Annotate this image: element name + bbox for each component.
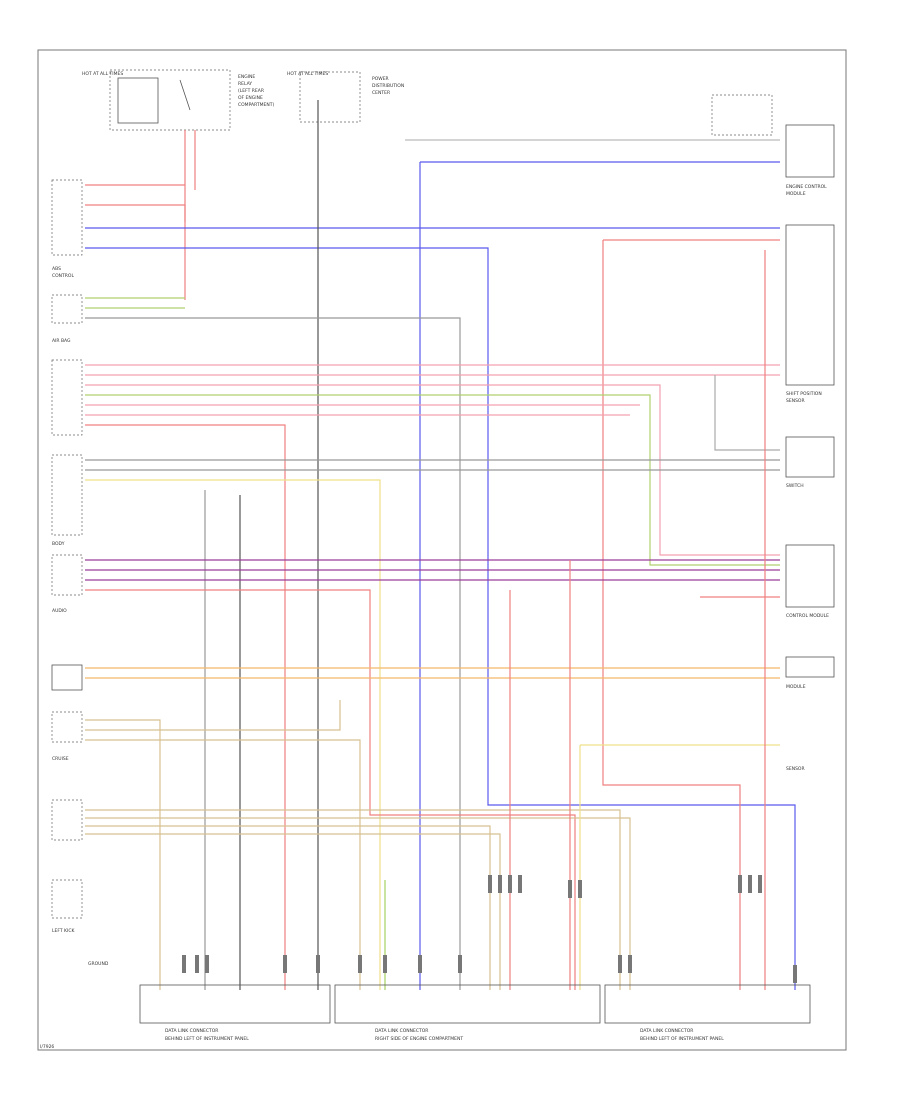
diagram-id: I/7926 <box>40 1044 54 1050</box>
fuse-box-left: HOT AT ALL TIMES ENGINE RELAY (LEFT REAR… <box>82 69 274 131</box>
svg-text:(LEFT REAR: (LEFT REAR <box>238 88 264 94</box>
svg-text:COMPARTMENT): COMPARTMENT) <box>238 102 274 108</box>
connector-label-1: DATA LINK CONNECTOR <box>165 1028 218 1034</box>
svg-text:POWER: POWER <box>372 76 389 82</box>
svg-text:CONTROL MODULE: CONTROL MODULE <box>786 613 829 619</box>
svg-text:DISTRIBUTION: DISTRIBUTION <box>372 83 404 89</box>
left-components: ABS CONTROL AIR BAG BODY AUDIO CRUISE LE… <box>51 179 109 967</box>
svg-text:HOT AT ALL TIMES: HOT AT ALL TIMES <box>82 71 123 77</box>
svg-text:GROUND: GROUND <box>88 961 109 967</box>
svg-text:CONTROL: CONTROL <box>52 273 74 279</box>
connector-pins <box>182 875 797 983</box>
svg-text:AUDIO: AUDIO <box>52 608 67 614</box>
svg-text:CENTER: CENTER <box>372 90 390 96</box>
svg-text:OF ENGINE: OF ENGINE <box>238 95 263 101</box>
wires <box>85 100 796 990</box>
svg-text:ENGINE CONTROL: ENGINE CONTROL <box>786 184 827 190</box>
svg-text:SHIFT POSITION: SHIFT POSITION <box>786 391 822 397</box>
connector-label-2: DATA LINK CONNECTOR <box>375 1028 428 1034</box>
fuse-box-mid: HOT AT ALL TIMES POWER DISTRIBUTION CENT… <box>287 71 404 123</box>
svg-text:LEFT KICK: LEFT KICK <box>52 928 75 934</box>
svg-text:SWITCH: SWITCH <box>786 483 804 489</box>
svg-text:MODULE: MODULE <box>786 191 806 197</box>
bottom-connectors: DATA LINK CONNECTOR BEHIND LEFT OF INSTR… <box>139 984 811 1042</box>
svg-text:AIR BAG: AIR BAG <box>52 338 71 344</box>
connector-sub-3: BEHIND LEFT OF INSTRUMENT PANEL <box>640 1036 724 1042</box>
svg-text:MODULE: MODULE <box>786 684 806 690</box>
svg-text:SENSOR: SENSOR <box>786 398 805 404</box>
svg-text:ENGINE: ENGINE <box>238 74 255 80</box>
svg-text:RELAY: RELAY <box>238 81 252 87</box>
svg-text:CRUISE: CRUISE <box>52 756 69 762</box>
svg-text:SENSOR: SENSOR <box>786 766 805 772</box>
connector-sub-2: RIGHT SIDE OF ENGINE COMPARTMENT <box>375 1036 463 1042</box>
svg-text:HOT AT ALL TIMES: HOT AT ALL TIMES <box>287 71 328 77</box>
svg-text:ABS: ABS <box>52 266 61 272</box>
diagram-frame <box>37 49 847 1051</box>
connector-sub-1: BEHIND LEFT OF INSTRUMENT PANEL <box>165 1036 249 1042</box>
connector-label-3: DATA LINK CONNECTOR <box>640 1028 693 1034</box>
right-components: ENGINE CONTROL MODULE SHIFT POSITION SEN… <box>711 94 835 772</box>
svg-text:BODY: BODY <box>52 541 65 547</box>
